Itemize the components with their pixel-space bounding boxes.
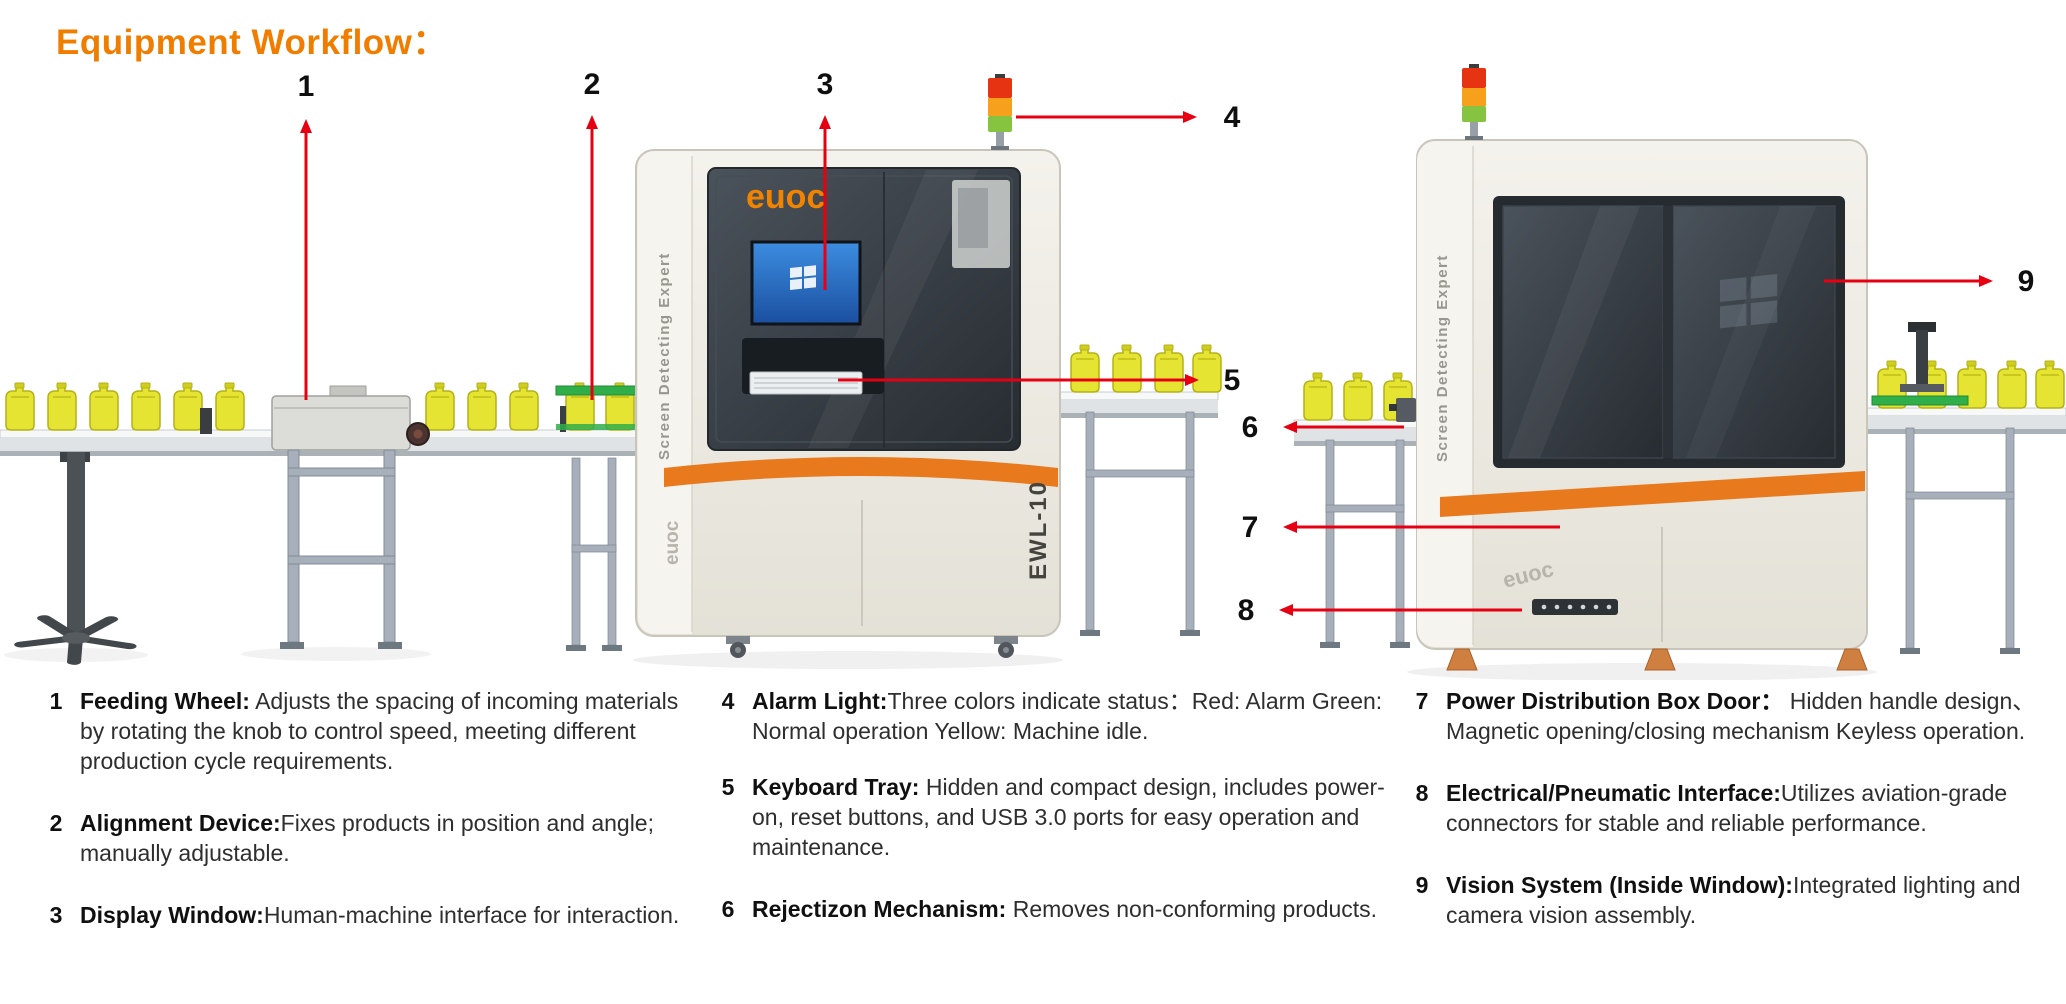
machine1-casters <box>726 636 1018 658</box>
callout-label-7: 7 <box>1242 511 1259 544</box>
alarm-light-2 <box>1462 64 1486 140</box>
machine1-brand-gray: euoc <box>662 520 683 565</box>
callout-label-1: 1 <box>298 70 315 103</box>
legend-item-term: Rejectizon Mechanism: <box>752 896 1007 922</box>
legend-item-vision-system: 9 Vision System (Inside Window):Integrat… <box>1408 870 2058 930</box>
legend-item-feeding-wheel: 1 Feeding Wheel: Adjusts the spacing of … <box>42 686 690 776</box>
legend-item-term: Electrical/Pneumatic Interface: <box>1446 780 1781 806</box>
legend-item-term: Alarm Light: <box>752 688 888 714</box>
legend-item-desc: Adjusts the spacing of incoming material… <box>80 688 679 774</box>
legend-item-desc: Integrated lighting and camera vision as… <box>1446 872 2021 928</box>
legend-item-number: 3 <box>49 902 63 928</box>
keyboard-tray <box>742 338 884 395</box>
legend-item-electrical-pneumatic-interface: 8 Electrical/Pneumatic Interface:Utilize… <box>1408 778 2058 838</box>
outfeed-gripper <box>1900 322 1944 392</box>
callout-label-3: 3 <box>817 68 834 101</box>
inspection-machine-1: euoc Screen Detecting Expert euoc EWL-10 <box>635 149 1061 658</box>
callout-arrows <box>300 111 1993 616</box>
diagram-svg: euoc Screen Detecting Expert euoc EWL-10 <box>0 64 2066 681</box>
legend-item-number: 8 <box>1415 780 1429 806</box>
legend-item-rejection-mechanism: 6 Rejectizon Mechanism: Removes non-conf… <box>714 894 1390 924</box>
legend-item-number: 7 <box>1415 688 1429 714</box>
outfeed-guide-rail <box>1871 395 1969 406</box>
alignment-legs <box>566 457 622 651</box>
transfer-legs <box>1080 411 1200 636</box>
machine2-feet <box>1446 648 1868 671</box>
outfeed-legs <box>1900 427 2020 654</box>
legend-column-3: 7 Power Distribution Box Door： Hidden ha… <box>1408 686 2058 930</box>
legend-item-desc: Hidden handle design、Magnetic opening/cl… <box>1446 688 2036 744</box>
legend-item-power-distribution-door: 7 Power Distribution Box Door： Hidden ha… <box>1408 686 2058 746</box>
stack-light-orange <box>1462 88 1486 106</box>
transfer-conveyor <box>1055 344 1222 636</box>
legend-item-term: Alignment Device: <box>80 810 281 836</box>
legend-item-keyboard-tray: 5 Keyboard Tray: Hidden and compact desi… <box>714 772 1390 862</box>
legend-item-number: 4 <box>721 688 735 714</box>
page-title: Equipment Workflow： <box>56 23 448 62</box>
equipment-illustration: euoc Screen Detecting Expert euoc EWL-10 <box>0 64 2066 681</box>
legend-item-display-window: 3 Display Window:Human-machine interface… <box>42 900 690 930</box>
model-label: EWL-10 <box>1025 480 1052 580</box>
brand-logo-orange: euoc <box>746 178 825 216</box>
legend-item-term: Feeding Wheel: <box>80 688 250 714</box>
callout-label-8: 8 <box>1238 594 1255 627</box>
legend-item-term: Power Distribution Box Door： <box>1446 688 1784 714</box>
legend-column-2: 4 Alarm Light:Three colors indicate stat… <box>714 686 1390 924</box>
feeding-station-frame <box>280 449 402 649</box>
legend-item-number: 1 <box>49 688 63 714</box>
legend-item-number: 9 <box>1415 872 1429 898</box>
machine2-infeed-legs <box>1320 439 1410 648</box>
legend-item-alignment-device: 2 Alignment Device:Fixes products in pos… <box>42 808 690 868</box>
machine1-orange-stripe <box>664 457 1058 487</box>
alarm-light-1 <box>988 74 1012 150</box>
outfeed-conveyor <box>1855 322 2066 654</box>
display-screen <box>750 240 862 326</box>
machine2-orange-stripe <box>1440 471 1865 517</box>
stack-light-red <box>1462 68 1486 88</box>
legend-item-term: Keyboard Tray: <box>752 774 920 800</box>
callout-label-6: 6 <box>1242 411 1259 444</box>
callout-label-4: 4 <box>1224 101 1241 134</box>
legend-item-desc: Removes non-conforming products. <box>1006 896 1378 922</box>
floor-shadows <box>4 647 1877 681</box>
legend-item-term: Display Window: <box>80 902 264 928</box>
stack-light-green <box>1462 106 1486 122</box>
legend-item-desc: Three colors indicate status：Red: Alarm … <box>752 688 1383 744</box>
legend-item-number: 2 <box>49 810 63 836</box>
callout-label-5: 5 <box>1224 364 1241 397</box>
vision-window-doors <box>1493 196 1845 468</box>
stack-light-green <box>988 116 1012 132</box>
belt-clamp <box>200 408 212 434</box>
yellow-containers-machine2-infeed <box>1303 372 1413 421</box>
rejection-mechanism <box>1389 398 1416 422</box>
callout-labels: 1 2 3 4 5 6 7 8 9 <box>298 68 2035 627</box>
inspection-machine-2: Screen Detecting Expert euoc <box>1416 139 1868 671</box>
legend-item-number: 6 <box>721 896 735 922</box>
machine2-infeed-conveyor <box>1293 372 1419 648</box>
machine1-side-label: Screen Detecting Expert <box>656 252 673 460</box>
feeding-wheel-station <box>271 385 430 451</box>
electrical-pneumatic-interface <box>1532 599 1618 615</box>
legend-item-desc: Human-machine interface for interaction. <box>263 902 680 928</box>
legend-item-desc: Fixes products in position and angle; ma… <box>80 810 654 866</box>
legend-item-alarm-light: 4 Alarm Light:Three colors indicate stat… <box>714 686 1390 746</box>
machine2-side-label: Screen Detecting Expert <box>1434 254 1451 462</box>
stack-light-red <box>988 78 1012 98</box>
floor-stand <box>14 452 137 665</box>
stack-light-orange <box>988 98 1012 116</box>
yellow-containers-transfer <box>1070 344 1222 393</box>
callout-label-2: 2 <box>584 68 601 101</box>
legend-item-desc: Hidden and compact design, includes powe… <box>752 774 1385 860</box>
legend-item-desc: Utilizes aviation-grade connectors for s… <box>1446 780 2008 836</box>
callout-label-9: 9 <box>2018 265 2035 298</box>
legend-item-number: 5 <box>721 774 735 800</box>
legend-item-term: Vision System (Inside Window): <box>1446 872 1793 898</box>
legend-column-1: 1 Feeding Wheel: Adjusts the spacing of … <box>42 686 690 962</box>
